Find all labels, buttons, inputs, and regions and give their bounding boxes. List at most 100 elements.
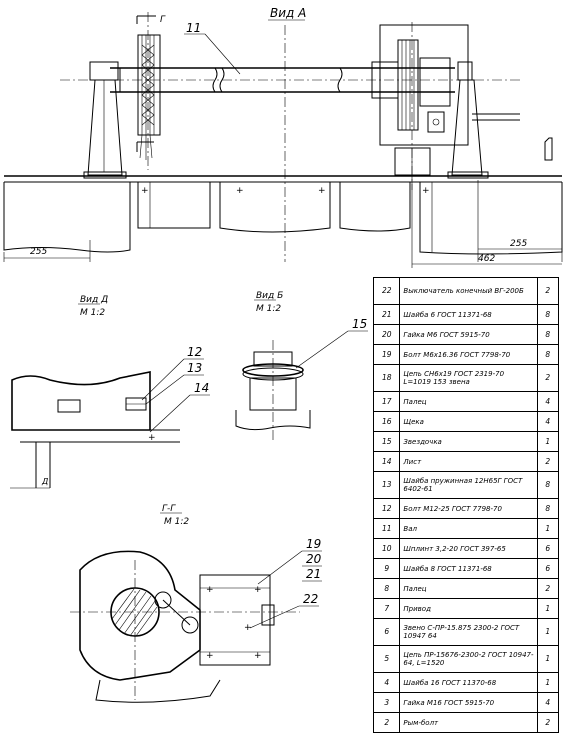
- view-b-title: Вид Б: [256, 291, 283, 301]
- callout-15: 15: [352, 317, 367, 331]
- spec-name-cell: Шплинт 3,2-20 ГОСТ 397-65: [399, 538, 538, 559]
- view-b-sprocket-bottom: [242, 367, 304, 381]
- spec-name-cell: Шайба 8 ГОСТ 11371-68: [399, 558, 538, 579]
- cut-mark-label: Г: [160, 15, 166, 25]
- section-g-plus-3: +: [206, 651, 214, 661]
- view-a-title: Вид А: [270, 6, 306, 20]
- left-chain-pattern: [141, 44, 155, 126]
- section-g-switch-lever: [261, 604, 275, 626]
- base-right-inner: [339, 182, 411, 232]
- spec-name-cell: Болт М6х16.36 ГОСТ 7798-70: [399, 344, 538, 365]
- section-g-switch-plate: [199, 574, 271, 666]
- callout-11-leader: [204, 33, 241, 75]
- spec-qty-cell: 6: [536, 538, 560, 559]
- spec-pos-cell: 12: [372, 498, 401, 519]
- spec-qty-cell: 1: [536, 672, 560, 693]
- spec-pos-cell: 19: [372, 344, 401, 365]
- right-lower-bracket: [394, 147, 431, 176]
- view-b: Вид Б М 1:2 15: [235, 291, 368, 440]
- plus-mark-2: +: [236, 186, 244, 196]
- spec-pos-cell: 16: [372, 411, 401, 432]
- spec-name-cell: Гайка М16 ГОСТ 5915-70: [399, 692, 538, 713]
- spec-qty-cell: 4: [536, 411, 560, 432]
- spec-pos-cell: 5: [372, 645, 401, 673]
- section-g-plus-1: +: [206, 585, 214, 595]
- view-b-base: [235, 410, 311, 431]
- spec-qty-cell: 2: [536, 364, 560, 392]
- left-stand-base: [83, 171, 127, 179]
- right-gear-housing: [419, 57, 451, 107]
- spec-name-cell: Цепь СН6х19 ГОСТ 2319-70 L=1019 153 звен…: [399, 364, 538, 392]
- spec-pos-cell: 22: [372, 277, 401, 305]
- left-chain-drop: [139, 134, 153, 160]
- spec-name-cell: Звено С-ПР-15.875 2300-2 ГОСТ 10947 64: [399, 618, 538, 646]
- spec-qty-cell: 8: [536, 344, 560, 365]
- limit-switch-block: [427, 111, 445, 133]
- spec-name-cell: Цепь ПР-15676-2300-2 ГОСТ 10947-64, L=15…: [399, 645, 538, 673]
- limit-switch-roller: [432, 118, 440, 126]
- spec-pos-cell: 3: [372, 692, 401, 713]
- spec-name-cell: Шайба пружинная 12Н65Г ГОСТ 6402-61: [399, 471, 538, 499]
- spec-qty-cell: 8: [536, 324, 560, 345]
- section-g-title: Г-Г: [162, 504, 176, 514]
- dim-255-right-text: 255: [510, 239, 527, 249]
- spec-qty-cell: 4: [536, 391, 560, 412]
- shaft-break-left: [212, 67, 218, 93]
- spec-qty-cell: 8: [536, 471, 560, 499]
- spec-pos-cell: 8: [372, 578, 401, 599]
- spec-qty-cell: 1: [536, 618, 560, 646]
- left-hub: [119, 67, 139, 93]
- spec-qty-cell: 6: [536, 558, 560, 579]
- spec-pos-cell: 11: [372, 518, 401, 539]
- spec-name-cell: Гайка М6 ГОСТ 5915-70: [399, 324, 538, 345]
- left-bearing-housing: [89, 61, 119, 81]
- spec-qty-cell: 2: [536, 277, 560, 305]
- callout-14: 14: [194, 381, 209, 395]
- base-left-block: [3, 182, 131, 253]
- spec-qty-cell: 2: [536, 451, 560, 472]
- callout-22-leader: [249, 605, 300, 629]
- spec-name-cell: Звездочка: [399, 431, 538, 452]
- spec-qty-cell: 8: [536, 498, 560, 519]
- view-d-post: [35, 442, 51, 488]
- section-g-roller-2: [181, 616, 199, 634]
- spec-pos-cell: 20: [372, 324, 401, 345]
- section-g-link: [162, 599, 191, 626]
- callout-13-leader: [145, 374, 185, 405]
- right-stand-base: [447, 171, 489, 179]
- view-d-title: Вид Д: [80, 295, 108, 305]
- spec-name-cell: Выключатель конечный ВГ-200Б: [399, 277, 538, 305]
- view-d-scale: М 1:2: [80, 308, 105, 318]
- view-d-plus: +: [148, 433, 156, 443]
- callout-12: 12: [187, 345, 202, 359]
- right-bearing-stand: [451, 79, 483, 176]
- shaft-break-left-2: [219, 67, 225, 93]
- callout-19: 19: [306, 537, 321, 551]
- view-d-dim-text: Д: [41, 477, 48, 486]
- spec-pos-cell: 2: [372, 712, 401, 733]
- spec-name-cell: Болт М12-25 ГОСТ 7798-70: [399, 498, 538, 519]
- spec-name-cell: Лист: [399, 451, 538, 472]
- spec-name-cell: Рым-болт: [399, 712, 538, 733]
- spec-pos-cell: 14: [372, 451, 401, 472]
- spec-pos-cell: 10: [372, 538, 401, 559]
- spec-qty-cell: 1: [536, 598, 560, 619]
- section-g-plus-2: +: [254, 585, 262, 595]
- view-d-bolt-1: [57, 399, 81, 413]
- spec-qty-cell: 1: [536, 645, 560, 673]
